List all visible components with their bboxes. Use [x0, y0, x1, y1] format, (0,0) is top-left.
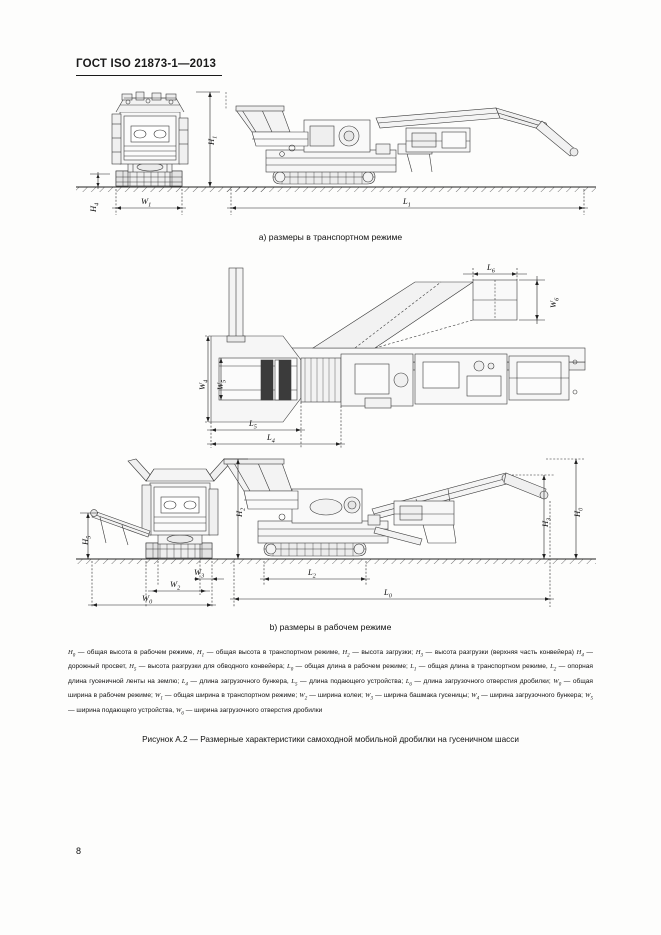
figure-working-mode: H5 H2 H3 H0 W3 W2 W0 L2 L0	[76, 455, 596, 615]
transport-mode-drawing	[76, 91, 596, 215]
dimension-label-W0: W0	[142, 593, 153, 606]
dimension-label-H4: H4	[88, 202, 101, 212]
dimension-label-W6: W6	[548, 297, 561, 308]
figure-a-caption: a) размеры в транспортном режиме	[258, 232, 403, 242]
dimension-label-H2: H2	[234, 507, 247, 517]
dimension-label-W2: W2	[170, 579, 181, 592]
figure-number-caption: Рисунок А.2 — Размерные характеристики с…	[142, 735, 519, 744]
figure-transport-mode: H4 W1 H1 L1	[76, 88, 596, 233]
dimension-label-L1: L1	[403, 196, 411, 209]
figure-legend: H0 — общая высота в рабочем режиме, H1 —…	[68, 649, 593, 716]
dimension-label-W3: W3	[194, 567, 205, 580]
dimension-label-H1: H1	[206, 135, 219, 145]
dimension-label-L2: L2	[308, 567, 316, 580]
dimension-label-H3: H3	[540, 517, 553, 527]
dimension-label-H5: H5	[80, 535, 93, 545]
page-number: 8	[76, 846, 82, 856]
standard-number: ГОСТ ISO 21873-1—2013	[76, 58, 217, 70]
page-header: ГОСТ ISO 21873-1—2013	[76, 58, 222, 76]
dimension-label-H0: H0	[572, 507, 585, 517]
dimension-label-W5: W5	[215, 379, 228, 390]
dimension-label-W4: W4	[197, 379, 210, 390]
plan-view-drawing	[205, 267, 586, 448]
figure-b-caption: b) размеры в рабочем режиме	[269, 622, 392, 632]
header-rule	[76, 75, 222, 76]
dimension-label-W1: W1	[141, 196, 152, 209]
dimension-label-L6: L6	[487, 262, 495, 275]
dimension-label-L0: L0	[384, 587, 392, 600]
dimension-label-L4: L4	[267, 432, 275, 445]
dimension-label-L5: L5	[249, 418, 257, 431]
figure-plan-view: L6 W6 W4 W5 L5 L4	[197, 262, 595, 452]
working-mode-drawing	[76, 458, 596, 607]
